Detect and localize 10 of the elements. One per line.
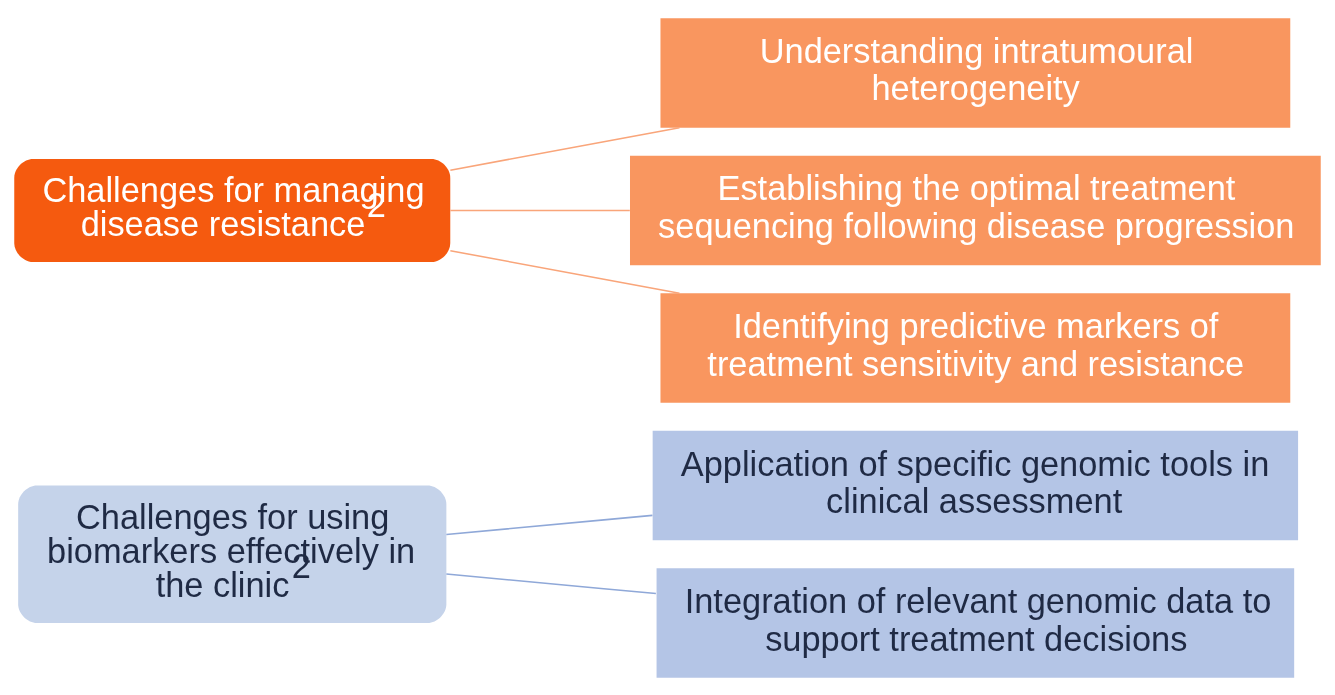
connector	[445, 572, 657, 594]
node-box: Integration of relevant genomic data to support treatment decisions	[656, 567, 1295, 678]
node-box: Establishing the optimal treatment sequencing following disease progression	[630, 155, 1321, 265]
node-box: Identifying predictive markers of treatment sensitivity and resistance	[660, 292, 1291, 403]
connector	[449, 126, 681, 171]
connector	[445, 514, 654, 535]
connector	[449, 209, 631, 211]
connector	[449, 249, 681, 294]
node-box: Understanding intratumoural heterogeneity	[660, 17, 1291, 128]
node-box: Application of specific genomic tools in clinical assessment	[652, 430, 1299, 540]
